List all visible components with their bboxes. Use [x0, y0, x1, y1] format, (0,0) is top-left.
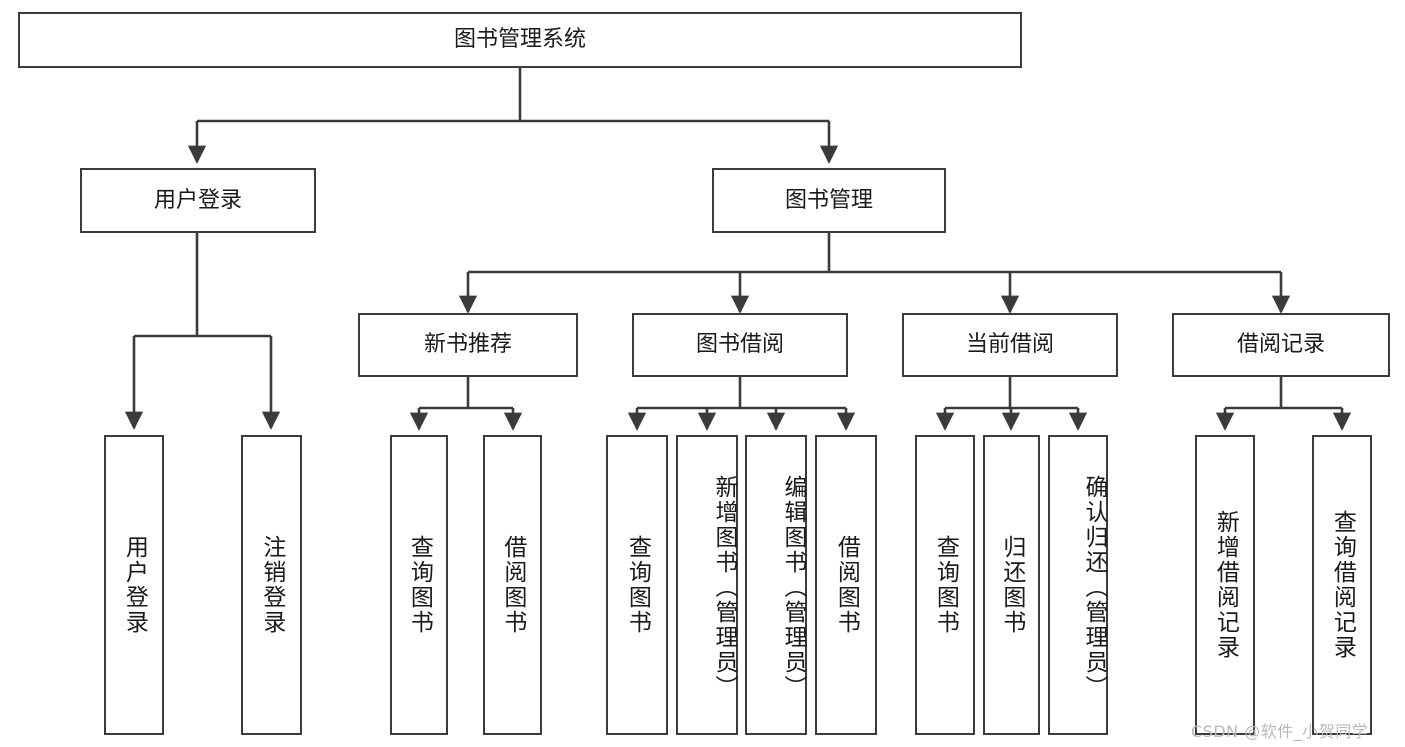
- leaf-return-book[interactable]: 归还图书: [983, 435, 1040, 735]
- node-new-book-recommendation[interactable]: 新书推荐: [358, 313, 578, 377]
- leaf-confirm-return-admin[interactable]: 确认归还（管理员）: [1048, 435, 1108, 735]
- node-book-borrowing[interactable]: 图书借阅: [632, 313, 848, 377]
- node-root-book-management-system[interactable]: 图书管理系统: [18, 12, 1022, 68]
- node-user-login[interactable]: 用户登录: [80, 168, 316, 233]
- csdn-watermark: CSDN @软件_小贺同学: [1191, 722, 1369, 741]
- leaf-query-book-borrow[interactable]: 查询图书: [606, 435, 668, 735]
- leaf-query-book-current[interactable]: 查询图书: [915, 435, 975, 735]
- node-current-borrowing[interactable]: 当前借阅: [902, 313, 1118, 377]
- leaf-borrow-book[interactable]: 借阅图书: [815, 435, 877, 735]
- leaf-add-book-admin[interactable]: 新增图书（管理员）: [676, 435, 738, 735]
- leaf-borrow-book-new-recommend[interactable]: 借阅图书: [483, 435, 542, 735]
- leaf-query-borrow-record[interactable]: 查询借阅记录: [1312, 435, 1372, 735]
- node-borrowing-record[interactable]: 借阅记录: [1172, 313, 1390, 377]
- node-book-management[interactable]: 图书管理: [712, 168, 946, 233]
- leaf-add-borrow-record[interactable]: 新增借阅记录: [1195, 435, 1255, 735]
- leaf-user-logout[interactable]: 注销登录: [241, 435, 302, 735]
- leaf-query-book-new-recommend[interactable]: 查询图书: [390, 435, 448, 735]
- leaf-user-login[interactable]: 用户登录: [104, 435, 164, 735]
- leaf-edit-book-admin[interactable]: 编辑图书（管理员）: [745, 435, 807, 735]
